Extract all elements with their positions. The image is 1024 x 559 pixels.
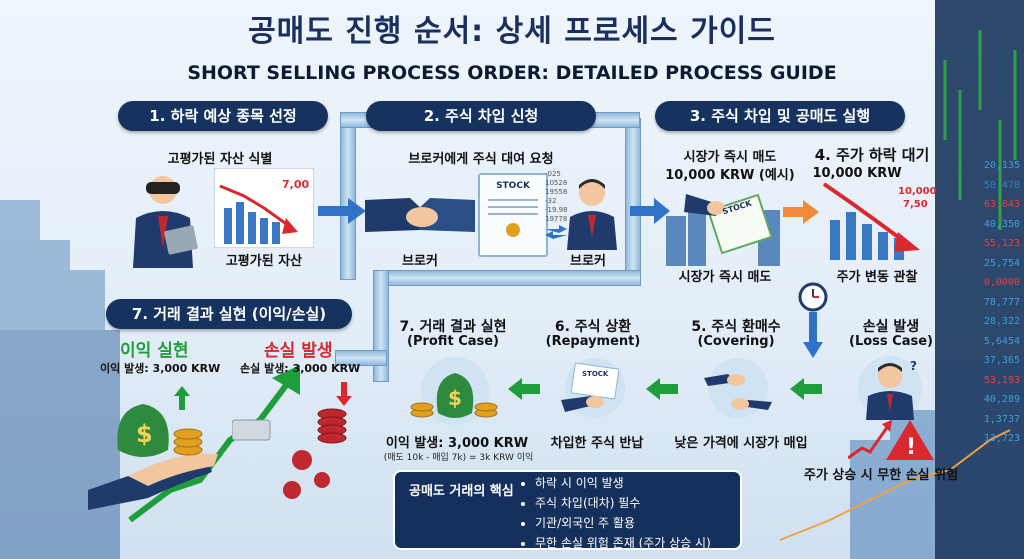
core-summary-box: 공매도 거래의 핵심 하락 시 이익 발생 주식 차입(대차) 필수 기관/외국… (393, 470, 742, 550)
step4-price: 10,000 KRW (812, 166, 902, 181)
pipe-top-right (590, 112, 640, 128)
step5-subtitle: (Covering) (697, 334, 775, 349)
price-drop-chart-icon (822, 182, 920, 260)
step1-header: 1. 하락 예상 종목 선정 (118, 101, 328, 131)
step6-title: 6. 주식 상환 (554, 319, 632, 335)
core-bullet: 무한 손실 위험 존재 (주가 상승 시) (535, 534, 711, 551)
hand-money-bag-icon: $ (88, 404, 218, 510)
arrow-left-icon (646, 378, 678, 400)
step3-caption-line1: 시장가 즉시 매도 (683, 150, 777, 165)
stock-doc-numbers: -025 10528 19558 -32 -19.98 19778 (545, 170, 568, 223)
step7b-line2: (매도 10k - 매입 7k) = 3k KRW 이익 (383, 453, 534, 463)
step4-header: 4. 주가 하락 대기 (814, 146, 930, 164)
step2-left-label: 브로커 (402, 254, 438, 269)
falling-coins-icon (232, 408, 347, 499)
investor-binoculars-icon (133, 176, 198, 268)
profit-text: 이익 발생: 3,000 KRW (100, 362, 221, 375)
up-arrow-green-icon (174, 386, 190, 410)
loss-case-caption: 주가 상승 시 무한 손실 위험 (803, 468, 959, 483)
step6-subtitle: (Repayment) (545, 334, 641, 349)
page-subtitle: SHORT SELLING PROCESS ORDER: DETAILED PR… (187, 62, 837, 84)
step3-header: 3. 주식 차입 및 공매도 실행 (655, 101, 905, 131)
svg-text:?: ? (910, 359, 917, 373)
step4-value2: 7,50 (903, 199, 928, 210)
svg-text:$: $ (448, 386, 462, 410)
step5-caption: 낮은 가격에 시장가 매입 (674, 436, 808, 451)
step3-caption-line2: 10,000 KRW (예시) (665, 168, 795, 183)
ticker-value: 5,6454 (983, 335, 1020, 347)
step7b-title: 7. 거래 결과 실현 (399, 319, 507, 335)
profit-title: 이익 실현 (120, 341, 189, 361)
ticker-value: 40,289 (983, 394, 1020, 405)
ticker-value: 28,322 (983, 316, 1020, 327)
step6-doc-label: STOCK (582, 370, 609, 378)
ticker-value: 0,0000 (983, 277, 1020, 288)
svg-text:!: ! (906, 435, 916, 460)
step2-right-label: 브로커 (570, 254, 606, 269)
exchange-arrows-icon (545, 225, 567, 239)
core-bullet: 기관/외국인 주 활용 (535, 514, 711, 531)
core-bullet-list: 하락 시 이익 발생 주식 차입(대차) 필수 기관/외국인 주 활용 무한 손… (523, 474, 711, 554)
down-arrow-red-icon (336, 382, 352, 406)
loss-title: 손실 발생 (264, 341, 333, 361)
loss-case-subtitle: (Loss Case) (849, 334, 933, 349)
step4-bottom-label: 주가 변동 관찰 (836, 270, 918, 285)
arrow-down-icon (803, 312, 823, 358)
pipe-bottom-lower (335, 350, 387, 366)
seal-icon (506, 223, 520, 237)
pipe-bottom (385, 270, 641, 286)
ticker-value: 13,723 (983, 433, 1020, 444)
broker-person-icon (567, 179, 617, 250)
stock-certificate-label: STOCK (496, 181, 530, 191)
step7a-header: 7. 거래 결과 실현 (이익/손실) (106, 299, 352, 329)
step5-title: 5. 주식 환매수 (691, 319, 781, 335)
money-bag-coins-icon: $ (410, 357, 498, 425)
rising-loss-line-icon (848, 420, 892, 460)
ticker-value: 25,754 (983, 257, 1020, 269)
return-stock-icon (561, 358, 625, 418)
ticker-value: 78,777 (983, 296, 1020, 308)
handshake-icon (365, 198, 475, 232)
arrow-left-icon (790, 378, 822, 400)
ticker-value: 20,135 (983, 160, 1020, 171)
overvalued-chart-icon (214, 168, 314, 248)
arrow-right-icon (318, 198, 366, 224)
step7b-subtitle: (Profit Case) (407, 334, 499, 349)
step4-value1: 10,000 (898, 186, 937, 197)
arrow-right-icon (630, 198, 670, 224)
worried-investor-icon: ? (858, 356, 922, 420)
step6-caption: 차입한 주식 반납 (550, 436, 644, 451)
warning-icon: ! (886, 420, 934, 460)
ticker-value: 40,350 (983, 218, 1020, 230)
step2-caption: 브로커에게 주식 대여 요청 (408, 152, 554, 167)
core-bullet: 주식 차입(대차) 필수 (535, 494, 711, 511)
ticker-value: 1,3737 (983, 413, 1020, 425)
buyback-hands-icon (704, 358, 772, 418)
loss-text: 손실 발생: 3,000 KRW (240, 362, 361, 375)
ticker-value: 37,365 (983, 355, 1020, 366)
core-title: 공매도 거래의 핵심 (409, 484, 514, 499)
step2-header: 2. 주식 차입 신청 (366, 101, 596, 131)
ticker-column: 20,135 50,478 63,843 40,350 55,123 25,754 0,00… (962, 160, 1020, 453)
step3-bottom-label: 시장가 즉시 매도 (678, 270, 772, 285)
ticker-value: 63,843 (983, 199, 1020, 210)
ticker-list: 20,135 50,478 63,843 40,350 55,123 25,754 0,00… (962, 160, 1020, 453)
step1-chart-value: 7,00 (282, 178, 310, 191)
arrow-right-icon (783, 200, 819, 224)
ticker-value: 53,193 (983, 374, 1020, 386)
loss-case-title: 손실 발생 (862, 319, 920, 335)
stock-certificate: STOCK (478, 173, 548, 257)
step7b-line1: 이익 발생: 3,000 KRW (385, 436, 529, 451)
ticker-value: 55,123 (983, 238, 1020, 249)
step1-chart-label: 고평가된 자산 (225, 254, 303, 269)
step1-caption: 고평가된 자산 식별 (167, 152, 273, 167)
clock-icon (798, 282, 828, 312)
core-bullet: 하락 시 이익 발생 (535, 474, 711, 491)
arrow-left-icon (508, 378, 540, 400)
ticker-value: 50,478 (983, 179, 1020, 191)
city-sell-icon (666, 193, 780, 266)
svg-text:$: $ (136, 420, 153, 448)
page-title: 공매도 진행 순서: 상세 프로세스 가이드 (248, 14, 776, 49)
